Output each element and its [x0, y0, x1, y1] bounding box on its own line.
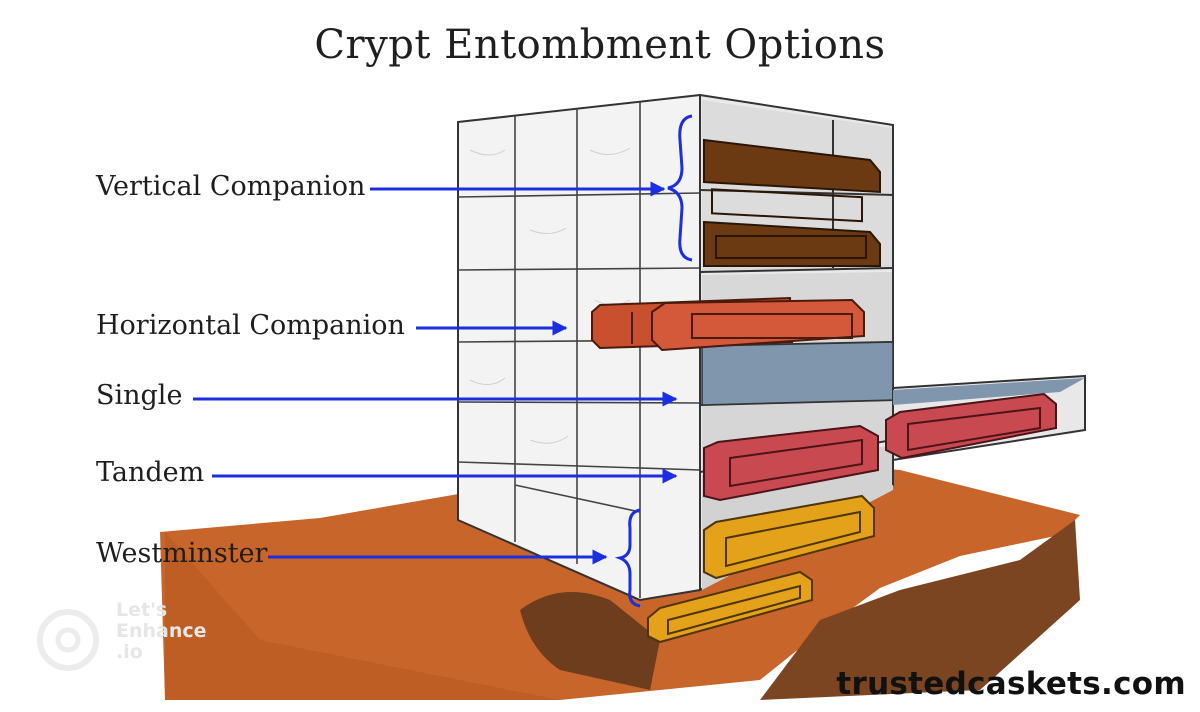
label-horizontal-companion: Horizontal Companion	[96, 310, 405, 341]
casket-vertical-lower	[703, 220, 881, 267]
source-credit: trustedcaskets.com	[836, 666, 1186, 702]
casket-vertical-upper	[703, 138, 881, 223]
single-crypt-panel	[701, 341, 894, 406]
watermark-text: Let's Enhance .io	[116, 599, 207, 663]
casket-westminster-lower	[647, 570, 813, 644]
casket-horizontal-right	[651, 298, 865, 352]
casket-westminster-upper	[703, 494, 875, 580]
vertical-companion-brace	[667, 114, 693, 262]
casket-tandem-rear	[885, 392, 1057, 460]
label-vertical-companion: Vertical Companion	[96, 171, 366, 202]
label-single: Single	[96, 380, 183, 411]
westminster-brace	[614, 508, 641, 608]
label-tandem: Tandem	[96, 457, 205, 488]
diagram-title: Crypt Entombment Options	[314, 22, 886, 68]
watermark: Let's Enhance .io	[36, 600, 236, 680]
label-westminster: Westminster	[96, 538, 268, 569]
casket-tandem-front	[703, 424, 879, 502]
watermark-logo-icon	[37, 609, 99, 671]
